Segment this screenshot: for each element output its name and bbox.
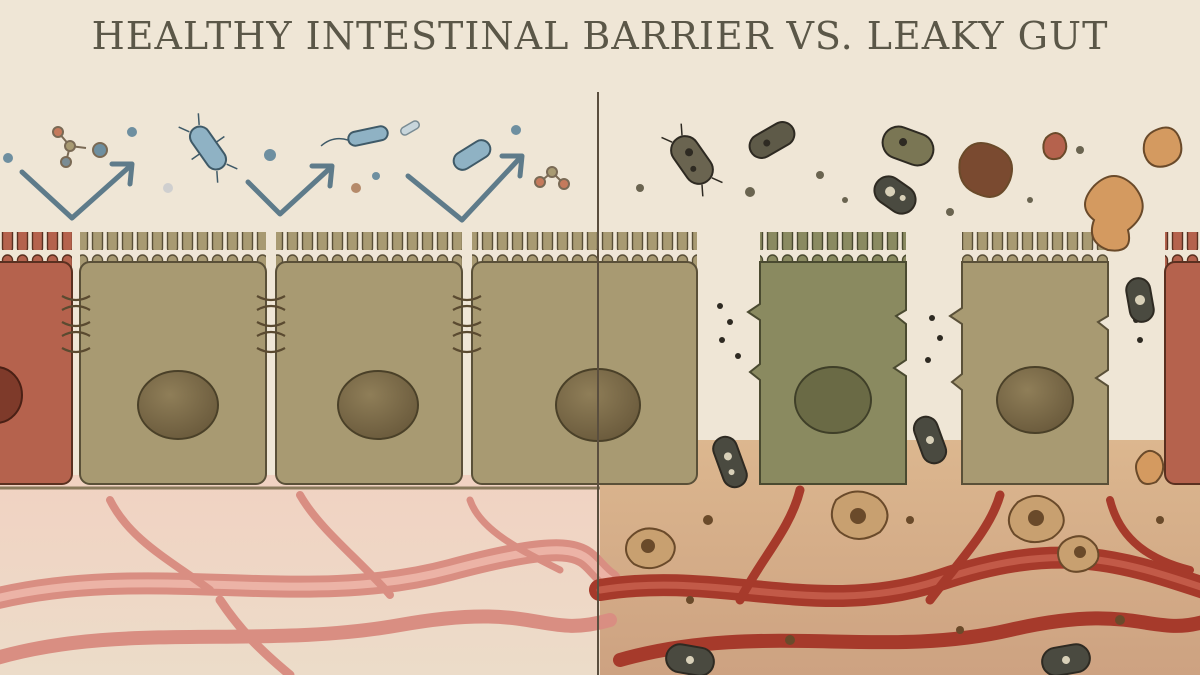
leaky-bacteria — [661, 121, 1155, 675]
bacteria-icon — [320, 125, 389, 147]
nucleus-icon — [337, 370, 419, 440]
molecule-icon — [52, 126, 108, 168]
particle-icon — [1135, 449, 1165, 485]
deflect-arrow-icon — [405, 153, 525, 223]
tight-junctions — [61, 295, 482, 354]
healthy-molecules — [52, 126, 570, 190]
leaky-epithelium — [746, 232, 1200, 485]
bacteria-icon — [748, 121, 796, 159]
blood-vessel-icon — [0, 491, 621, 675]
healthy-particles — [3, 125, 521, 193]
page-title: HEALTHY INTESTINAL BARRIER VS. LEAKY GUT — [91, 14, 1109, 58]
molecule-icon — [534, 166, 570, 190]
bacteria-icon — [665, 643, 715, 675]
deflect-arrow-icon — [19, 161, 135, 221]
deflect-arrow-icon — [245, 163, 335, 217]
tight-junction-icon — [452, 295, 482, 354]
particle-icon — [1007, 495, 1065, 544]
particle-icon — [1142, 126, 1183, 168]
bacteria-icon — [912, 415, 948, 465]
bacteria-icon — [1125, 277, 1155, 323]
bacteria-icon — [712, 435, 748, 489]
bacteria-icon — [661, 123, 723, 197]
tight-junction-icon — [61, 295, 91, 354]
healthy-epithelium — [0, 232, 698, 485]
bacteria-icon — [400, 120, 420, 136]
red-epithelial-cell — [0, 261, 73, 485]
blood-vessel-icon — [589, 485, 1200, 667]
healthy-bacteria — [178, 113, 492, 183]
red-epithelial-cell — [1164, 261, 1200, 485]
particle-icon — [1084, 175, 1144, 252]
particle-icon — [1042, 132, 1068, 161]
nucleus-icon — [996, 366, 1074, 434]
particle-icon — [625, 527, 676, 570]
leaky-dots — [636, 146, 1164, 645]
bacteria-icon — [881, 125, 935, 167]
nucleus-icon — [0, 366, 23, 424]
particle-icon — [1057, 535, 1100, 573]
leaky-particles — [625, 126, 1183, 573]
tight-junction-icon — [256, 295, 286, 354]
particle-icon — [958, 142, 1013, 198]
bacteria-icon — [873, 175, 917, 215]
bacteria-icon — [178, 113, 238, 183]
deflect-arrows — [19, 153, 525, 223]
particle-icon — [830, 490, 889, 540]
nucleus-icon — [137, 370, 219, 440]
nucleus-icon — [794, 366, 872, 434]
bacteria-icon — [452, 139, 492, 171]
bacteria-icon — [1041, 643, 1091, 675]
